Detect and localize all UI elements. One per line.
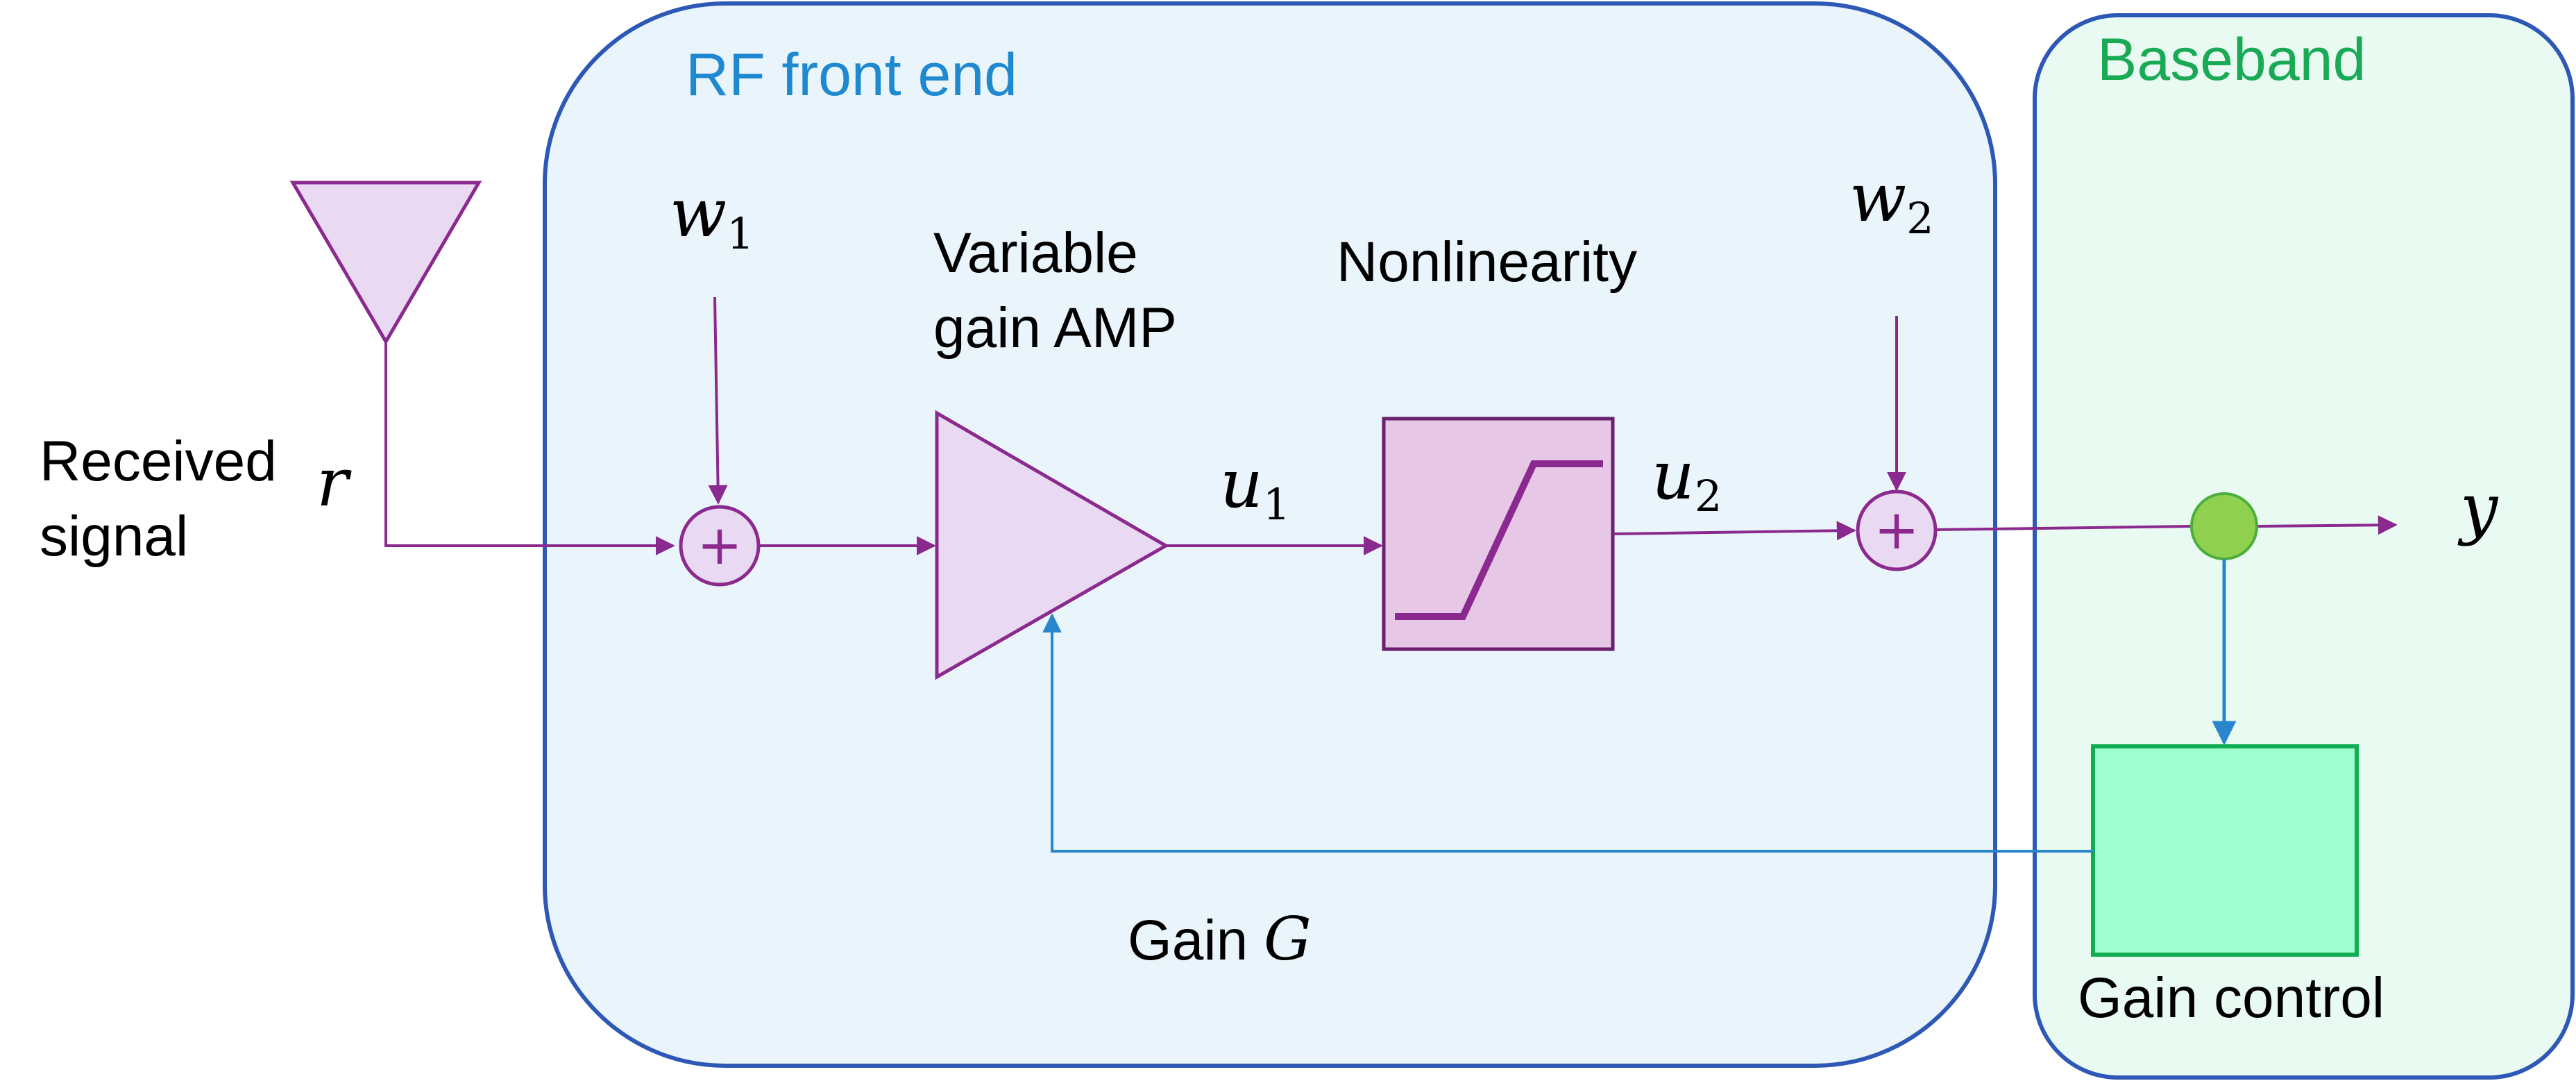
received-signal-label: Received signal — [40, 430, 293, 568]
adder-2-plus: + — [1874, 499, 1919, 562]
baseband-title: Baseband — [2097, 26, 2366, 93]
amp-label-line2: gain AMP — [933, 296, 1177, 360]
y-symbol: y — [2457, 469, 2499, 547]
nonlinearity-block — [1382, 417, 1615, 651]
antenna-feed-line — [384, 342, 675, 555]
received-signal-line1: Received — [40, 430, 277, 493]
w2-symbol: w2 — [1849, 159, 1934, 244]
nonlinearity-to-adder2-line — [1612, 521, 1856, 541]
w1-symbol: w1 — [670, 174, 754, 259]
adder-1-plus: + — [697, 514, 742, 577]
nonlinearity-label: Nonlinearity — [1337, 231, 1637, 294]
junction-dot — [2190, 492, 2258, 560]
rf-front-end-region — [543, 1, 1997, 1068]
adder2-to-junction-line — [1935, 525, 2192, 531]
saturation-curve-icon — [1395, 460, 1603, 620]
adder-2: + — [1856, 489, 1938, 571]
received-signal-line2: signal — [40, 505, 188, 568]
adder-1: + — [679, 505, 761, 587]
junction-to-output-line — [2257, 515, 2398, 535]
gain-feedback-line — [1042, 613, 2093, 853]
gain-control-label: Gain control — [2078, 966, 2384, 1030]
antenna-icon — [289, 181, 482, 345]
gain-control-block — [2091, 744, 2359, 957]
r-symbol: r — [316, 444, 352, 521]
gain-label: Gain G — [1128, 905, 1312, 974]
rf-front-end-title: RF front end — [686, 42, 1017, 108]
u1-symbol: u1 — [1220, 445, 1290, 530]
amp-label: Variable gain AMP — [933, 221, 1177, 360]
amp-label-line1: Variable — [933, 221, 1138, 285]
amplifier-icon — [935, 410, 1170, 680]
w1-arrow — [708, 296, 728, 505]
u2-symbol: u2 — [1652, 437, 1722, 521]
